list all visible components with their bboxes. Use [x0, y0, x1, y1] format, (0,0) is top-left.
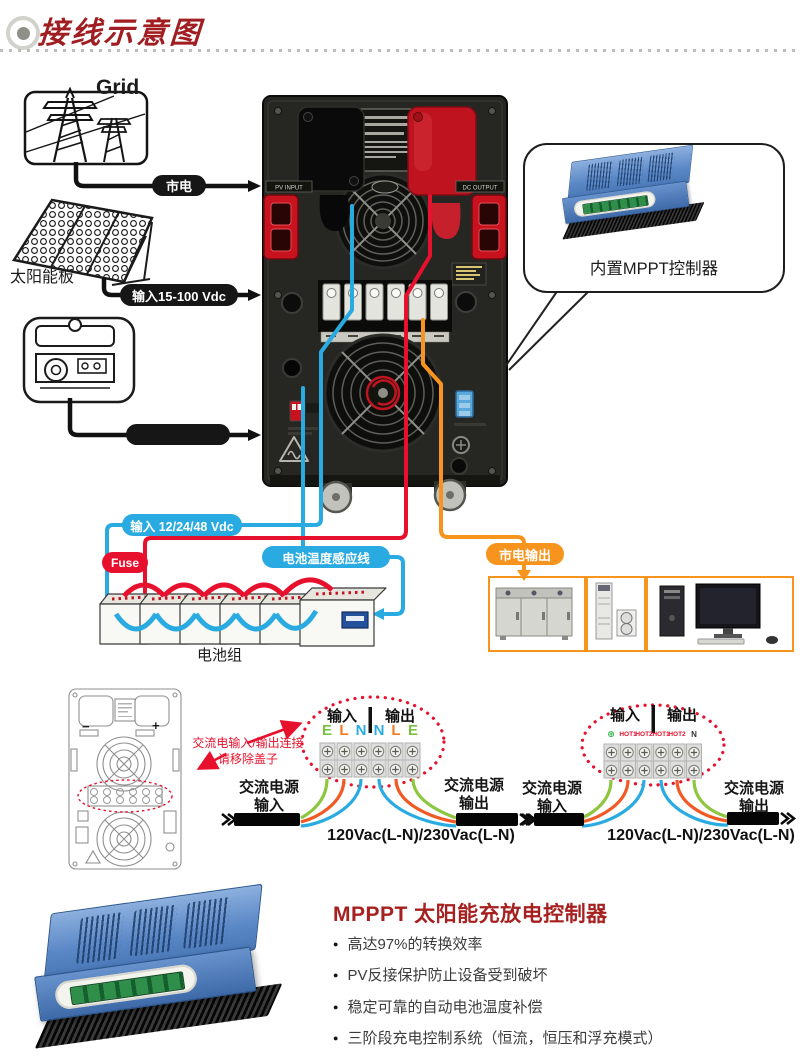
d1-ac-output-label: 交流电源 输出	[426, 777, 522, 813]
feature-item-1: 高达97%的转换效率	[333, 936, 662, 953]
inverter-rear-panel-art: PV INPUT DC OUTPUT	[262, 95, 508, 514]
mppt-callout-bubble: 内置MPPT控制器	[523, 143, 785, 293]
d1-ac-in-line2: 输入	[253, 797, 284, 814]
dc-output-plate-label: DC OUTPUT	[463, 186, 498, 192]
blue-arrowhead	[372, 608, 384, 620]
d1-voltage-label: 120Vac(L-N)/230Vac(L-N)	[327, 827, 515, 844]
note-line-2: 请移除盖子	[217, 751, 278, 766]
mppt-feature-list: 高达97%的转换效率 PV反接保护防止设备受到破坏 稳定可靠的自动电池温度补偿 …	[333, 936, 662, 1061]
d1-ac-in-line1: 交流电源	[238, 779, 299, 796]
d2-input-label: 输入	[609, 707, 640, 724]
generator-icon	[22, 316, 136, 404]
fuse-pill: Fuse	[102, 552, 148, 573]
ac-connection-note: 交流电输入/输出连接 请移除盖子	[186, 736, 310, 767]
temp-sense-pill: 电池温度感应线	[262, 546, 390, 568]
warning-sticker	[451, 262, 487, 286]
mains-output-pill: 市电输出	[486, 543, 564, 565]
breaker-left	[281, 292, 303, 314]
d1-ac-out-line2: 输出	[458, 795, 489, 812]
feature-item-2: PV反接保护防止设备受到破坏	[333, 967, 662, 984]
d1-terminal-e2: E	[407, 722, 418, 739]
mains-input-pill: 市电	[152, 175, 206, 196]
outline-plus-mark: +	[152, 718, 160, 733]
d2-ac-output-label: 交流电源 输出	[706, 780, 800, 816]
callout-tail	[504, 289, 591, 371]
positive-terminal-cover	[407, 106, 477, 239]
power-socket	[450, 457, 468, 475]
d2-terminal-n: N	[691, 730, 697, 739]
battery-input-pill: 输入 12/24/48 Vdc	[122, 514, 242, 536]
ac-terminal-strip	[318, 280, 452, 343]
d2-ac-in-line2: 输入	[536, 798, 567, 815]
load-cabinet-box	[488, 576, 586, 652]
page-title: 接线示意图	[36, 17, 204, 50]
d1-terminal-n1: N	[355, 722, 367, 739]
battery-pack-illustration	[99, 577, 387, 647]
d2-ac-in-line1: 交流电源	[521, 780, 582, 797]
d2-ac-input-label: 交流电源 输入	[504, 780, 600, 816]
inverter-outline-drawing	[66, 687, 188, 873]
mppt-section-title: MPPPT 太阳能充放电控制器	[333, 903, 608, 926]
load-aircon-box	[586, 576, 646, 652]
mppt-controller-small-image	[551, 144, 706, 240]
callout-label: 内置MPPT控制器	[589, 260, 719, 278]
load-computer-box	[646, 576, 794, 652]
feature-item-3: 稳定可靠的自动电池温度补偿	[333, 999, 662, 1016]
inverter-rear-panel-photo: PV INPUT DC OUTPUT	[262, 95, 508, 515]
air-conditioner-image	[595, 582, 637, 640]
feature-item-4: 三阶段充电控制系统（恒流，恒压和浮充模式）	[333, 1030, 662, 1047]
remote-port	[282, 358, 302, 378]
anderson-connector-right	[471, 194, 507, 260]
d2-voltage-label: 120Vac(L-N)/230Vac(L-N)	[607, 827, 795, 844]
d2-ac-out-line1: 交流电源	[723, 780, 784, 797]
terminal-highlight-ellipse	[77, 779, 173, 813]
anderson-connector-left	[263, 194, 299, 260]
grid-icon	[23, 86, 149, 166]
pv-input-plate-label: PV INPUT	[275, 186, 303, 192]
ground-screw	[452, 436, 470, 454]
generator-pill-blank	[126, 424, 230, 445]
d1-ac-input-label: 交流电源 输入	[221, 779, 317, 815]
source-arrowheads	[248, 180, 261, 441]
d1-ac-out-line1: 交流电源	[443, 777, 504, 794]
electrical-cabinet-image	[495, 587, 573, 640]
inverter-outline-art	[68, 688, 182, 870]
dotted-divider	[0, 49, 800, 52]
d2-output-label: 输出	[666, 707, 697, 724]
grid-label: Grid	[96, 76, 140, 99]
fan-grille-bottom	[323, 333, 443, 453]
desktop-computer-image	[659, 583, 778, 645]
mppt-controller-large-image	[15, 883, 285, 1049]
header-bullet-icon	[6, 16, 40, 50]
outline-minus-mark: −	[82, 719, 90, 734]
note-line-1: 交流电输入/输出连接	[192, 736, 304, 750]
breaker-right	[455, 291, 477, 313]
solar-panel-label: 太阳能板	[10, 269, 75, 286]
d2-ac-out-line2: 输出	[738, 798, 769, 815]
battery-pack-label: 电池组	[197, 647, 243, 664]
pv-input-pill: 输入15-100 Vdc	[120, 284, 238, 306]
